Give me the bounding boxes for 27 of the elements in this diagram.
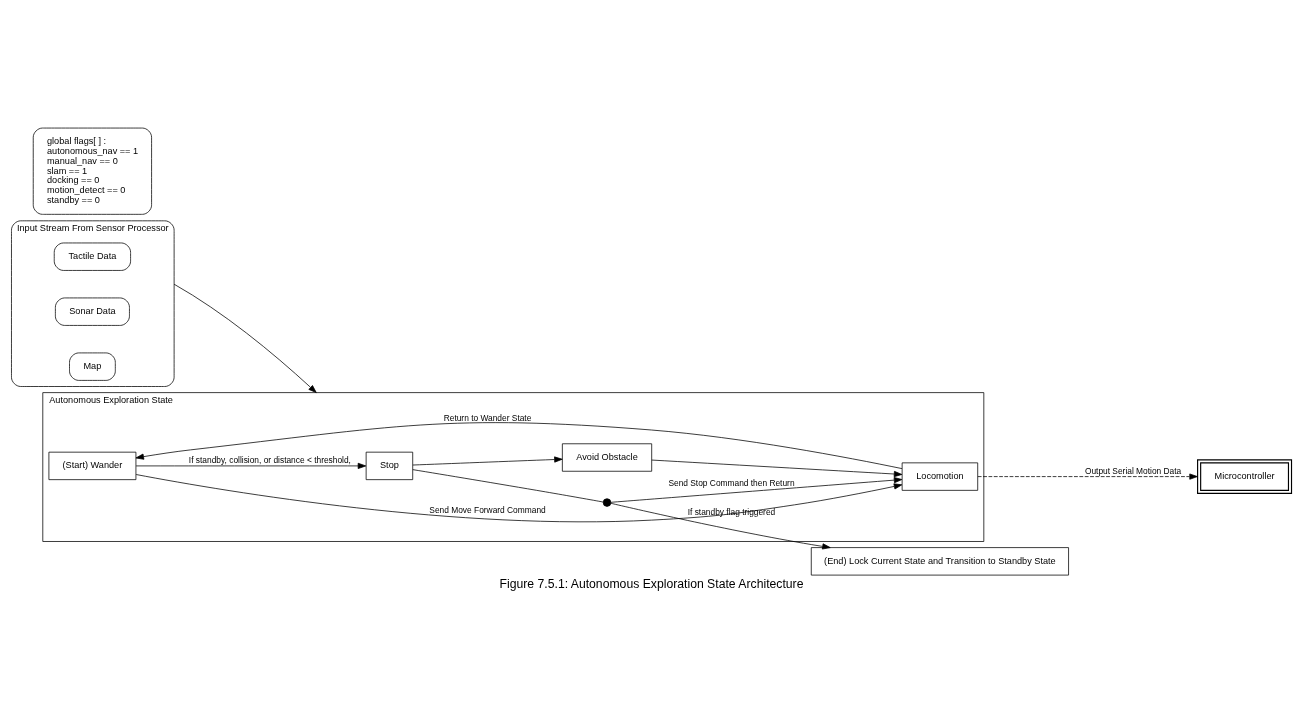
node-box: Avoid Obstacle bbox=[562, 443, 653, 472]
arrow bbox=[977, 473, 1198, 480]
node-box: Tactile Data bbox=[53, 242, 131, 271]
node-box: (End) Lock Current State and Transition to Standby State bbox=[810, 547, 1069, 576]
arrow bbox=[412, 456, 563, 466]
node-box: Sonar Data bbox=[55, 297, 130, 326]
edge-label: Send Stop Command then Return bbox=[668, 477, 795, 488]
caption: Figure 7.5.1: Autonomous Exploration State Architecture bbox=[499, 576, 804, 591]
edge-label: Output Serial Motion Data bbox=[1084, 466, 1182, 477]
connector bbox=[412, 469, 604, 503]
arrow bbox=[651, 459, 903, 478]
arrow bbox=[610, 502, 831, 550]
node-box: global flags[ ] : autonomous_nav == 1 manual_nav == 0 slam == 1 docking == 0 motion_detect == 0 standby == 0 bbox=[32, 127, 152, 215]
node-box: Map bbox=[69, 352, 116, 381]
node-box: (Start) Wander bbox=[48, 451, 137, 481]
node-box: Stop bbox=[365, 451, 414, 481]
arrow bbox=[135, 474, 903, 523]
arrow bbox=[135, 422, 903, 469]
arrow bbox=[135, 462, 367, 469]
edge-label: Send Move Forward Command bbox=[429, 505, 546, 516]
edge-label: If standby, collision, or distance < threshold, bbox=[188, 455, 351, 466]
edge-label: Return to Wander State bbox=[443, 412, 532, 423]
edge-label: If standby flag triggered bbox=[687, 506, 776, 517]
node-circle bbox=[602, 498, 612, 507]
arrow bbox=[610, 477, 903, 503]
arrow bbox=[173, 283, 317, 393]
node-box: Locomotion bbox=[901, 462, 979, 491]
